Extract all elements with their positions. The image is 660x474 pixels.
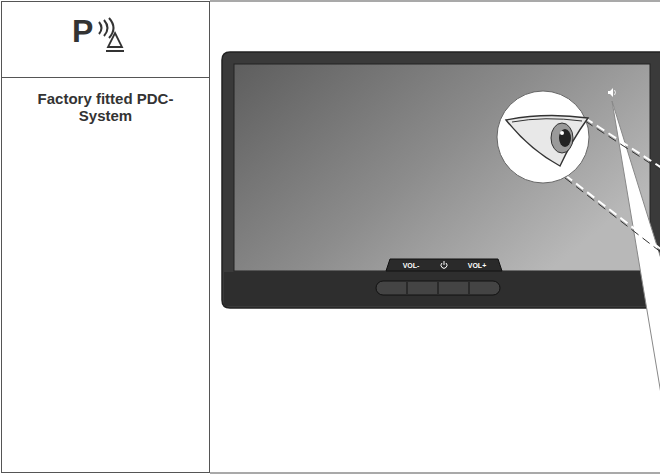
speaker-icon	[608, 88, 616, 97]
control-pill	[386, 259, 502, 271]
symbol-cell: P	[1, 1, 210, 78]
button-label: VOL-	[403, 262, 420, 269]
table-border	[210, 472, 660, 473]
power-icon	[441, 261, 447, 268]
table-border	[210, 0, 660, 1]
display-screen	[234, 64, 650, 271]
button-strip	[376, 281, 500, 295]
bezel	[224, 272, 660, 306]
head-unit-housing	[222, 52, 660, 308]
eye-callout	[497, 91, 589, 183]
description-cell: Factory fitted PDC-System	[1, 77, 210, 473]
cell-caption: Factory fitted PDC-System	[12, 90, 199, 125]
symbol-letter: P	[72, 15, 209, 47]
pointer-wedge	[612, 101, 660, 400]
button-label: VOL+	[468, 262, 486, 269]
pdc-symbol	[99, 18, 124, 51]
